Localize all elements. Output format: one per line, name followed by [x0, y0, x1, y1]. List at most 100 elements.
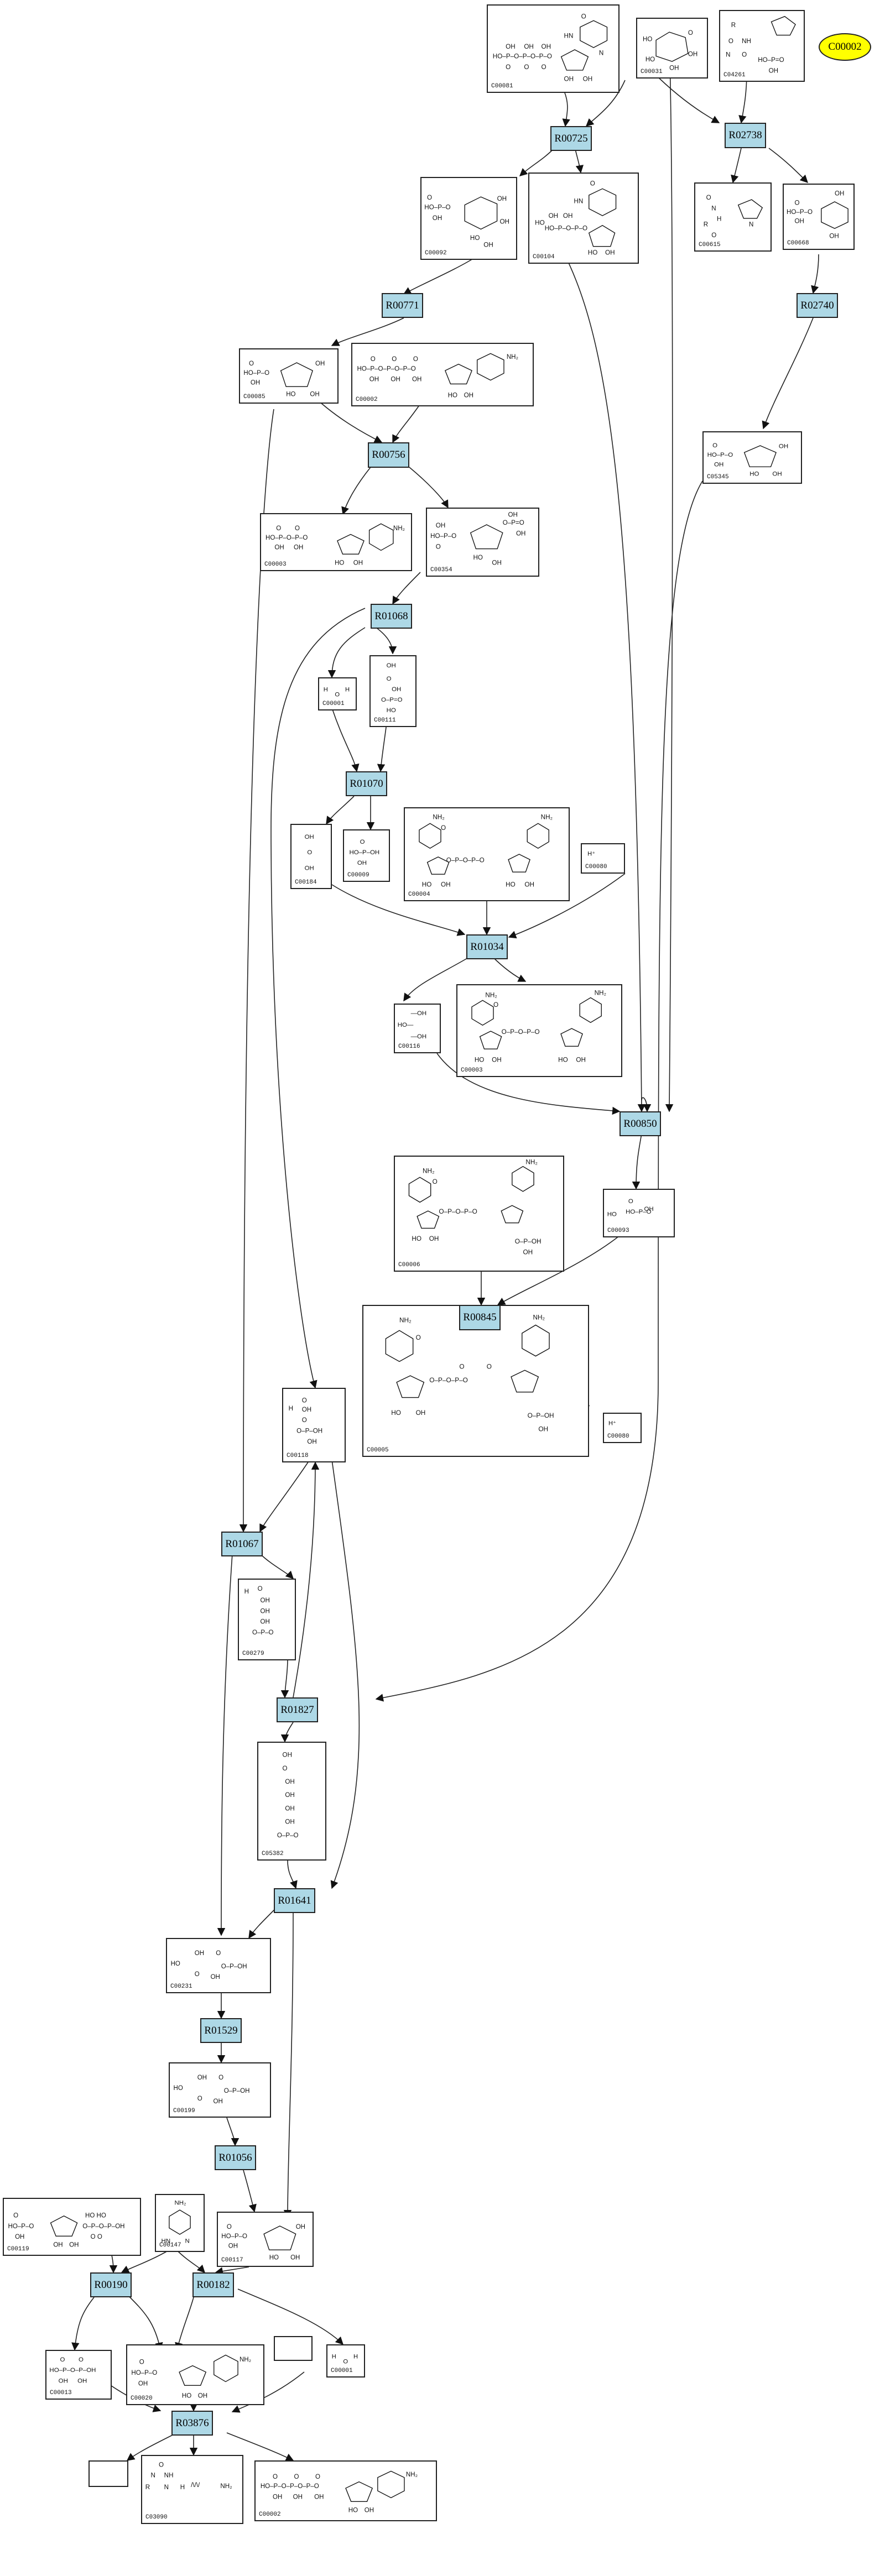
- reaction-R01529[interactable]: R01529: [200, 2018, 242, 2043]
- reaction-R00725[interactable]: R00725: [550, 126, 592, 151]
- svg-text:HO: HO: [643, 36, 652, 43]
- reaction-R02740[interactable]: R02740: [796, 293, 838, 318]
- svg-text:O: O: [712, 442, 717, 449]
- svg-text:OH: OH: [293, 2494, 303, 2500]
- svg-text:O–P–OH: O–P–OH: [296, 1428, 322, 1434]
- svg-text:O: O: [416, 1334, 421, 1341]
- svg-text:OH: OH: [524, 881, 534, 889]
- svg-text:O: O: [218, 2075, 223, 2081]
- svg-text:H: H: [345, 686, 350, 693]
- svg-text:OH: OH: [69, 2242, 79, 2249]
- reaction-R01068[interactable]: R01068: [371, 604, 412, 629]
- reaction-R01067[interactable]: R01067: [221, 1532, 263, 1556]
- reaction-R00845[interactable]: R00845: [459, 1305, 501, 1330]
- svg-text:O: O: [249, 360, 254, 367]
- reaction-R01034[interactable]: R01034: [466, 934, 508, 959]
- reaction-R02738[interactable]: R02738: [725, 123, 766, 148]
- compound-C00002-ellipse[interactable]: C00002: [819, 33, 871, 61]
- reaction-R00771[interactable]: R00771: [382, 293, 423, 318]
- svg-text:O: O: [742, 51, 747, 58]
- svg-text:OH: OH: [285, 1791, 294, 1799]
- reaction-R01070[interactable]: R01070: [346, 771, 387, 796]
- svg-text:O–P–OH: O–P–OH: [221, 1963, 247, 1970]
- svg-text:O–P–O–P–OH: O–P–O–P–OH: [82, 2223, 124, 2230]
- reaction-R00190[interactable]: R00190: [90, 2272, 132, 2297]
- svg-text:NH₂: NH₂: [393, 525, 405, 532]
- svg-text:OH: OH: [294, 544, 303, 551]
- svg-text:HO–P–O: HO–P–O: [787, 208, 813, 216]
- reaction-R01056[interactable]: R01056: [215, 2145, 256, 2170]
- svg-text:HO: HO: [412, 1235, 421, 1242]
- reaction-R01827[interactable]: R01827: [277, 1697, 318, 1722]
- svg-text:OH: OH: [357, 860, 367, 866]
- compound-C00080a[interactable]: H⁺ C00080: [581, 843, 625, 874]
- svg-text:HO–P–O–P–O: HO–P–O–P–O: [545, 224, 587, 232]
- svg-text:OH: OH: [829, 233, 839, 240]
- compound-C00080b[interactable]: H⁺ C00080: [603, 1413, 642, 1443]
- reaction-R00182[interactable]: R00182: [192, 2272, 234, 2297]
- svg-text:OH: OH: [772, 471, 782, 478]
- reaction-R00850[interactable]: R00850: [620, 1111, 661, 1136]
- svg-text:HN: HN: [574, 198, 583, 205]
- svg-text:OH: OH: [576, 1057, 586, 1064]
- svg-text:HO: HO: [171, 1961, 180, 1967]
- reaction-R01641[interactable]: R01641: [274, 1888, 315, 1913]
- reaction-R03876[interactable]: R03876: [171, 2411, 213, 2436]
- svg-text:H⁺: H⁺: [608, 1420, 616, 1427]
- svg-text:OH: OH: [688, 51, 697, 58]
- svg-text:O–P–O: O–P–O: [277, 1832, 299, 1839]
- svg-text:O: O: [795, 200, 800, 207]
- svg-text:NH₂: NH₂: [485, 991, 497, 999]
- svg-text:HO: HO: [286, 391, 295, 398]
- svg-text:OH: OH: [506, 43, 516, 50]
- svg-text:N: N: [711, 205, 716, 212]
- svg-text:OH: OH: [605, 249, 615, 256]
- svg-text:HO–P–O–P–O–P–O: HO–P–O–P–O–P–O: [493, 53, 552, 60]
- svg-text:N: N: [185, 2238, 190, 2244]
- svg-text:—OH: —OH: [411, 1033, 427, 1040]
- reaction-R00756[interactable]: R00756: [368, 442, 409, 468]
